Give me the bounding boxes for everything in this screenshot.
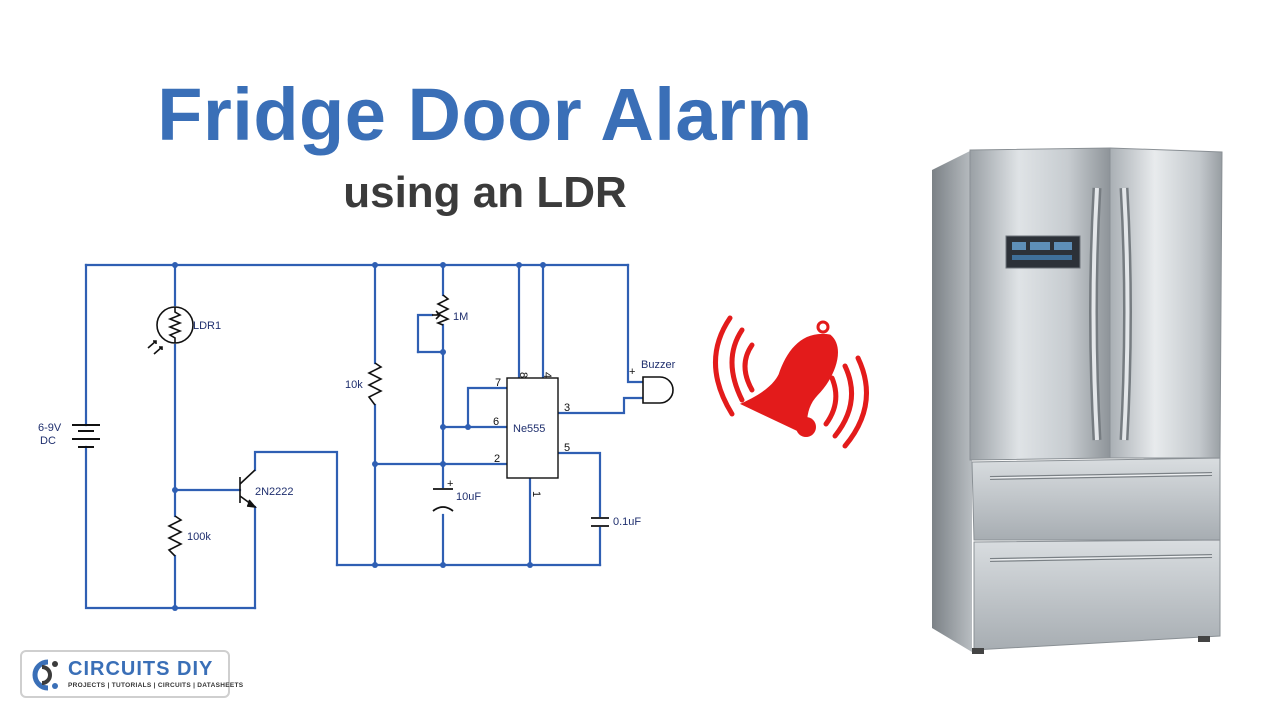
logo-name: CIRCUITS DIY (68, 658, 214, 680)
junction-dot (172, 262, 178, 268)
junction-dot (440, 349, 446, 355)
junction-dot (440, 461, 446, 467)
timer-ic-label: Ne555 (513, 423, 545, 435)
capacitor-01uf-label: 0.1uF (613, 516, 641, 528)
resistor-100k-symbol (167, 515, 183, 557)
transistor-symbol (239, 469, 257, 509)
wire-left-rail-bottom (84, 445, 257, 610)
page-title: Fridge Door Alarm (157, 73, 813, 156)
wire-pin3 (556, 396, 645, 415)
junction-dot (465, 424, 471, 430)
junction-dot (440, 262, 446, 268)
wire-buzzer-plus (626, 263, 645, 384)
capacitor-10uf-label: 10uF (456, 491, 481, 503)
ldr-symbol (147, 306, 194, 355)
pot-label: 1M (453, 311, 468, 323)
supply-label-dc: DC (40, 435, 56, 447)
brand-logo[interactable]: CIRCUITS DIY PROJECTS | TUTORIALS | CIRC… (20, 650, 243, 698)
pin-6-label: 6 (493, 416, 499, 428)
pin-5-label: 5 (564, 442, 570, 454)
ldr-label: LDR1 (193, 320, 221, 332)
battery-symbol (72, 424, 100, 448)
junction-dot (440, 424, 446, 430)
junction-dot (540, 262, 546, 268)
junction-dot (440, 562, 446, 568)
circuit-schematic: + LDR1 6-9V DC 100k 2N2222 10k 1M 10uF 0… (38, 262, 676, 611)
buzzer-symbol (642, 376, 674, 404)
junction-dot (372, 461, 378, 467)
timer-ic-body (506, 377, 559, 479)
logo-mark-icon (32, 659, 58, 691)
supply-label: 6-9V (38, 422, 62, 434)
wire-pin5 (556, 451, 602, 518)
pin-8-label: 8 (517, 372, 529, 378)
page-subtitle: using an LDR (343, 168, 627, 217)
junction-dot (172, 487, 178, 493)
buzzer-label: Buzzer (641, 359, 676, 371)
pin-4-label: 4 (541, 372, 553, 378)
junction-dot (372, 262, 378, 268)
pin-7-label: 7 (495, 377, 501, 389)
transistor-label: 2N2222 (255, 486, 294, 498)
resistor-10k-symbol (367, 362, 383, 406)
pin-3-label: 3 (564, 402, 570, 414)
logo-tagline: PROJECTS | TUTORIALS | CIRCUITS | DATASH… (68, 682, 244, 689)
pin-2-label: 2 (494, 453, 500, 465)
junction-dot (527, 562, 533, 568)
capacitor-01uf-symbol (591, 517, 609, 527)
junction-dot (516, 262, 522, 268)
wire-collector (253, 450, 339, 567)
buzzer-plus-label: + (629, 366, 635, 378)
pin-1-label: 1 (530, 491, 542, 497)
junction-dot (372, 562, 378, 568)
capacitor-polarity: + (447, 478, 453, 490)
potentiometer-symbol (432, 294, 450, 326)
resistor-10k-label: 10k (345, 379, 363, 391)
junction-dot (172, 605, 178, 611)
capacitor-10uf-symbol (432, 488, 454, 512)
resistor-100k-label: 100k (187, 531, 211, 543)
